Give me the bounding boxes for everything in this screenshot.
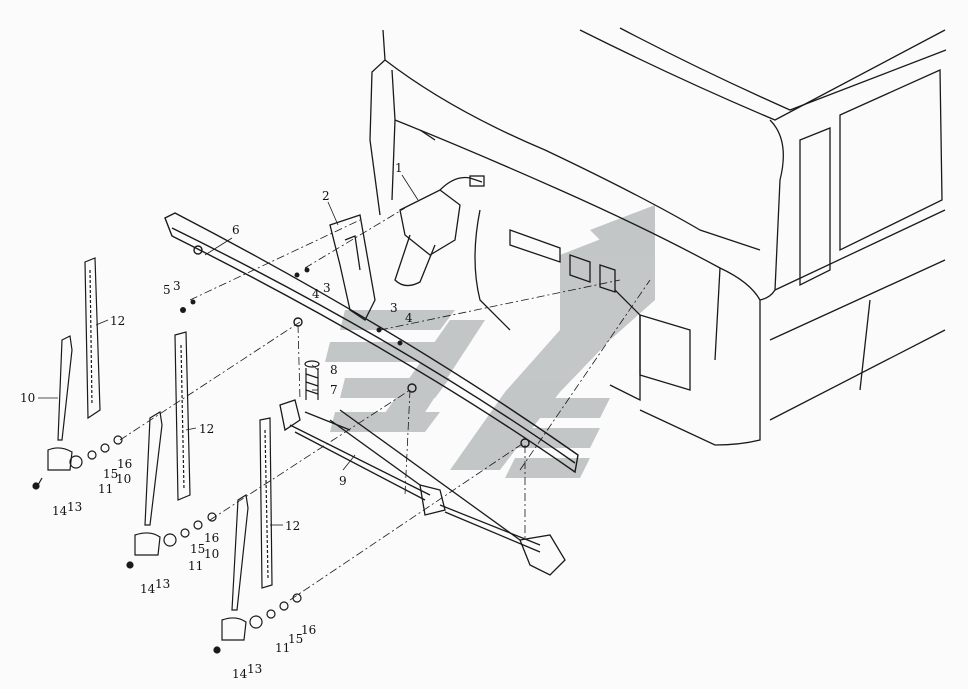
callout-12-b: 12	[199, 422, 214, 436]
wiper-set-3	[213, 417, 302, 654]
callout-13-b: 13	[155, 577, 170, 591]
callout-12-c: 12	[285, 519, 300, 533]
callout-10-a: 10	[20, 391, 35, 405]
wiper-linkage	[279, 399, 566, 576]
callout-15-c: 15	[288, 632, 303, 646]
callout-16-b: 16	[204, 531, 219, 545]
callout-3-mid: 3	[323, 281, 331, 295]
callout-14-b: 14	[140, 582, 156, 596]
callout-12-a: 12	[110, 314, 125, 328]
callout-2: 2	[322, 189, 330, 203]
callout-1: 1	[395, 161, 403, 175]
callout-7: 7	[330, 383, 338, 397]
callout-leaders	[38, 174, 419, 526]
fasteners	[180, 267, 403, 346]
pivot-stud	[304, 360, 320, 400]
callout-10-c: 10	[204, 547, 219, 561]
callout-8: 8	[330, 363, 338, 377]
callout-10-b: 10	[116, 472, 131, 486]
callout-11-c: 11	[275, 641, 290, 655]
callout-4-right: 4	[405, 311, 413, 325]
truck-cab-outline	[369, 27, 947, 446]
wiper-motor	[329, 175, 485, 321]
watermark-logo	[325, 205, 655, 478]
callout-5: 5	[163, 283, 171, 297]
callout-3-right: 3	[390, 301, 398, 315]
callout-4-mid: 4	[312, 287, 320, 301]
crossbar	[164, 212, 579, 474]
callout-16-a: 16	[117, 457, 132, 471]
callout-15-b: 15	[190, 542, 205, 556]
callout-14-a: 14	[52, 504, 68, 518]
callout-6: 6	[232, 223, 240, 237]
wiper-set-2	[126, 331, 217, 569]
callout-3-left: 3	[173, 279, 181, 293]
callout-13-a: 13	[67, 500, 82, 514]
callout-15-a: 15	[103, 467, 118, 481]
callout-14-c: 14	[232, 667, 248, 681]
wiper-set-1	[32, 257, 123, 490]
callout-9: 9	[339, 474, 347, 488]
callout-labels: 1 2 6 5 3 4 3 3 4 8 7 9 12 12 12 10 10 1…	[20, 161, 413, 681]
callout-11-b: 11	[188, 559, 203, 573]
callout-13-c: 13	[247, 662, 262, 676]
callout-11-a: 11	[98, 482, 113, 496]
callout-16-c: 16	[301, 623, 316, 637]
alignment-lines	[119, 207, 651, 601]
